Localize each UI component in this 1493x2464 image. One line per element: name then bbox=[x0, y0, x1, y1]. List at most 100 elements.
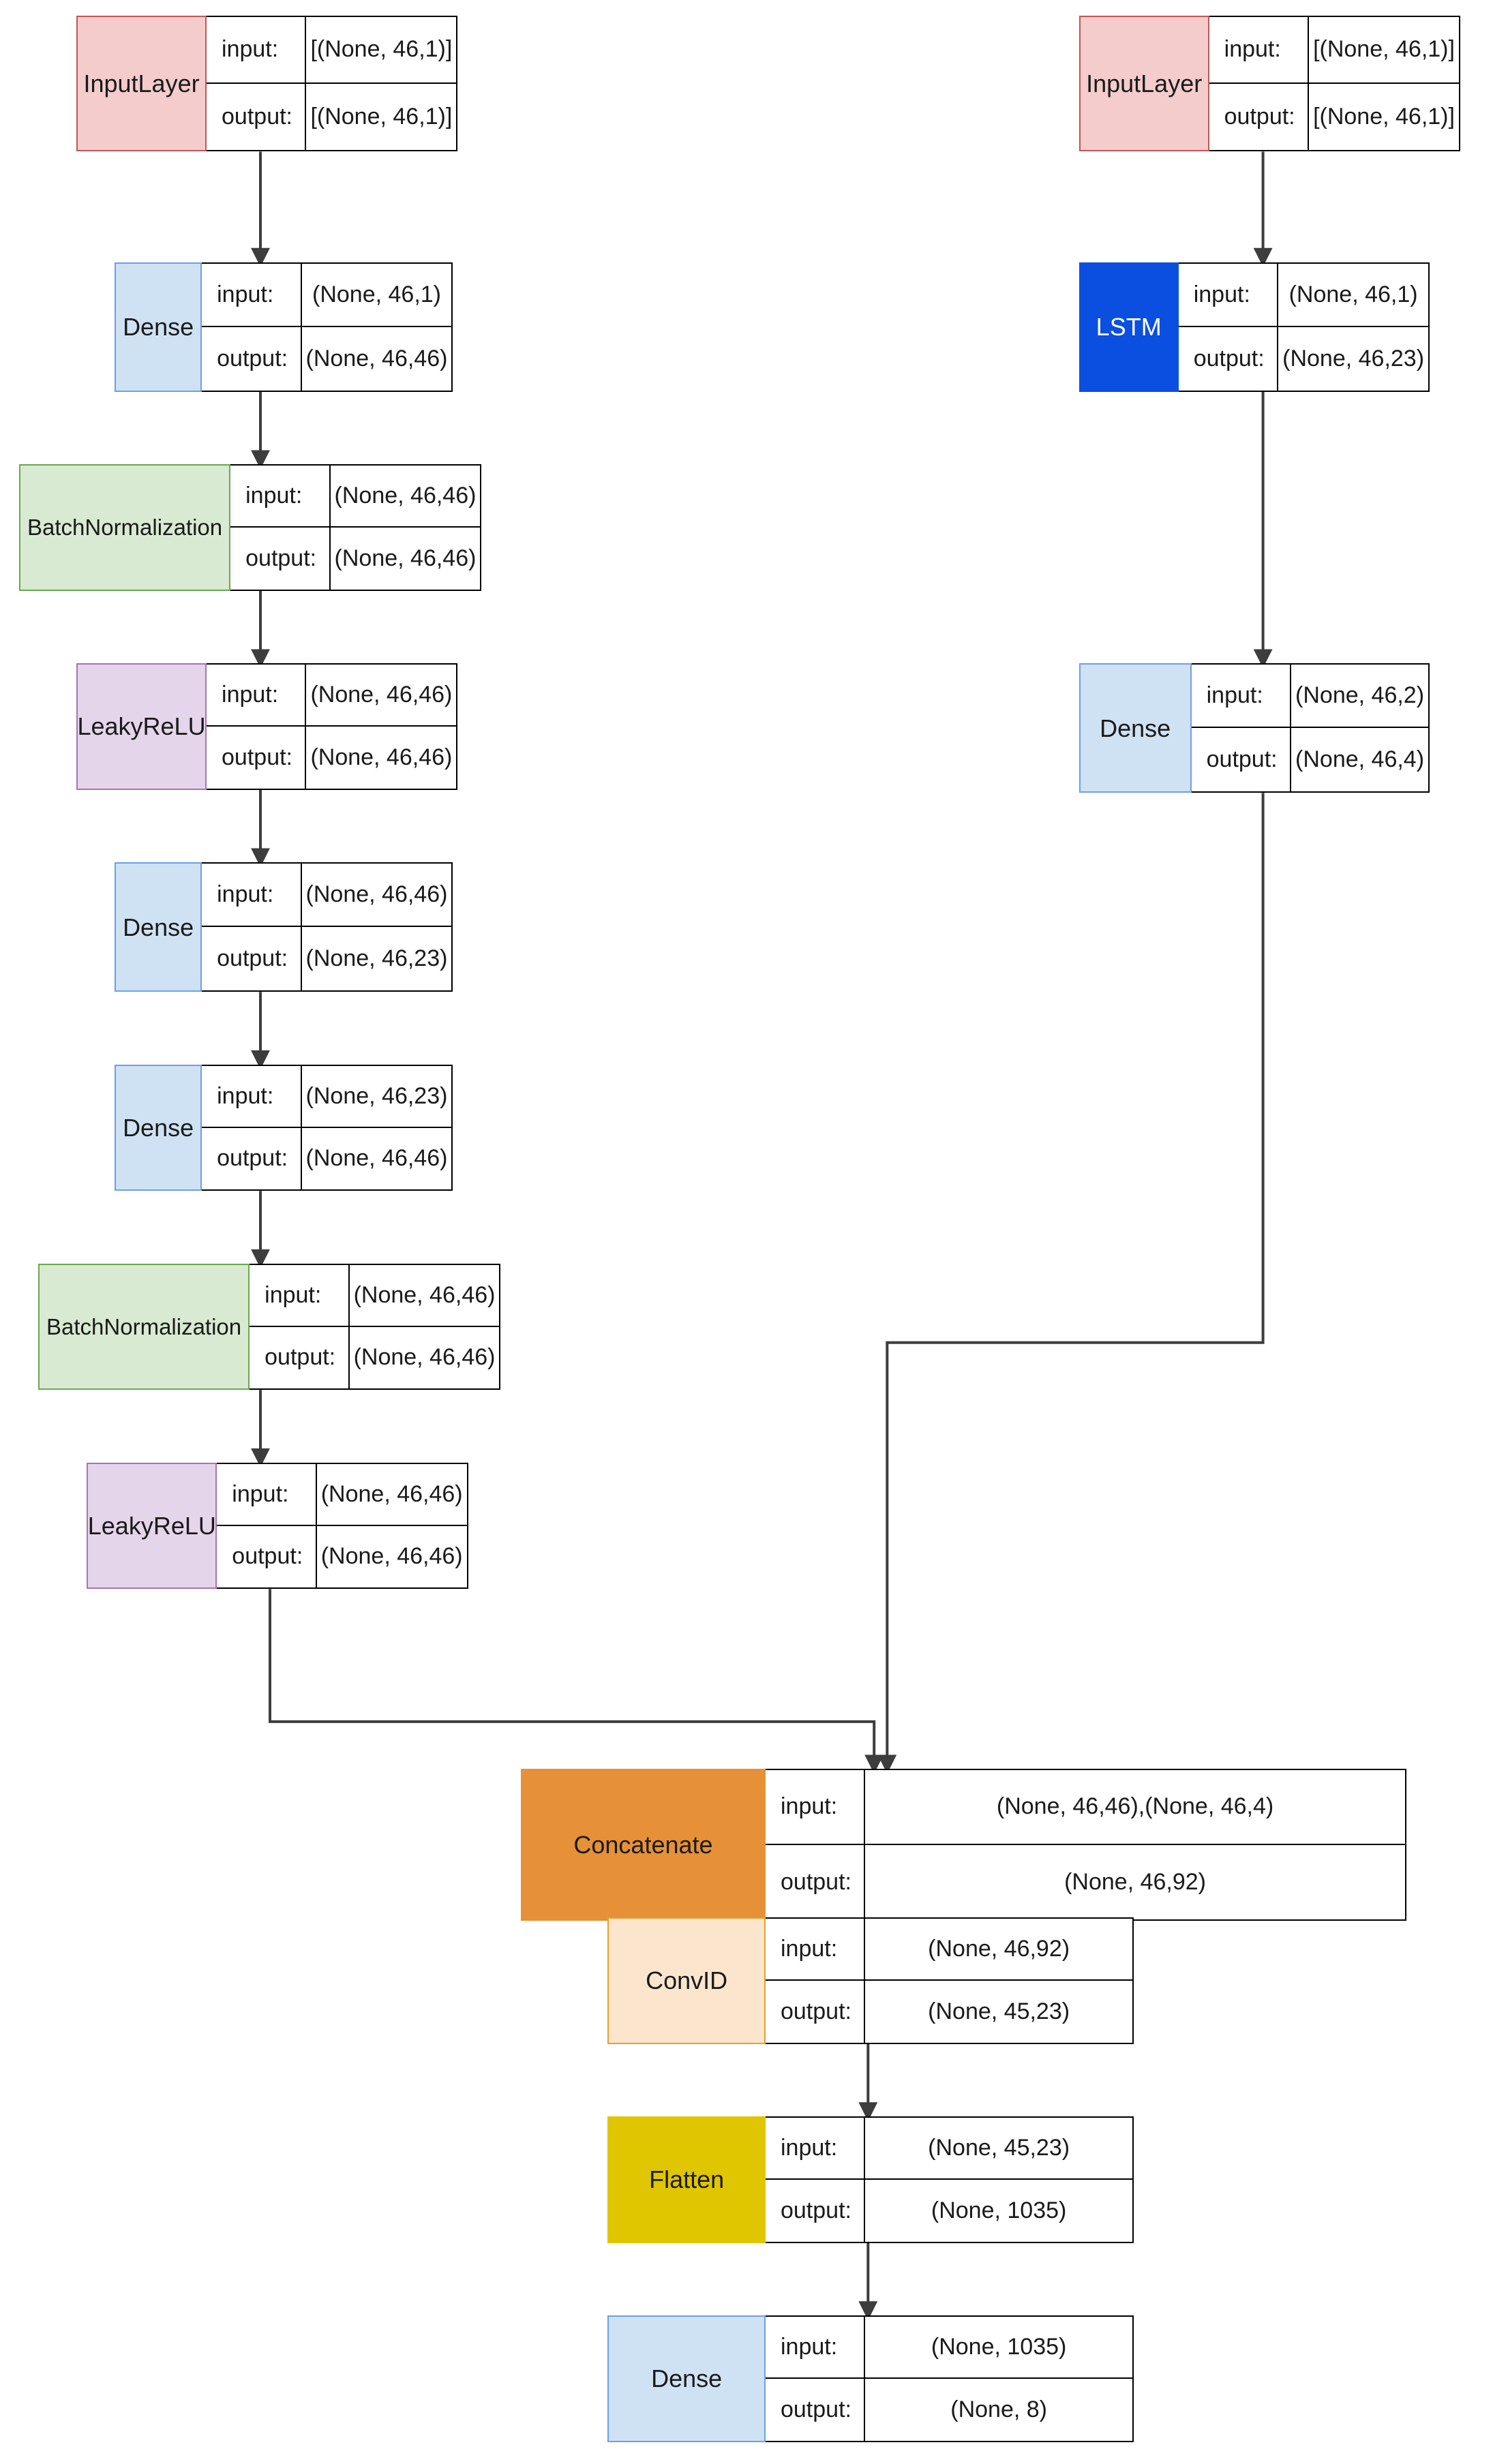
output-label: output: bbox=[202, 326, 302, 391]
output-label: output: bbox=[207, 83, 307, 151]
output-shape-value: (None, 45,23) bbox=[928, 1998, 1070, 2024]
node-shape-table: input: (None, 46,46) output: (None, 46,4… bbox=[207, 663, 458, 790]
node-label: Dense bbox=[1079, 663, 1192, 793]
node-flatten[interactable]: Flatten input: (None, 45,23) output: (No… bbox=[607, 2116, 1134, 2243]
output-shape-value: (None, 46,4) bbox=[1295, 746, 1425, 773]
node-batchnormalization-1[interactable]: BatchNormalization input: (None, 46,46) … bbox=[19, 464, 482, 591]
node-label: BatchNormalization bbox=[38, 1263, 250, 1390]
input-shape-value: [(None, 46,1)] bbox=[1313, 36, 1455, 63]
node-input-row: input: (None, 45,23) bbox=[765, 2118, 1132, 2180]
node-input-row: input: (None, 46,2) bbox=[1191, 665, 1429, 729]
edge-leakyrelu2-concatenate bbox=[269, 1589, 884, 1774]
input-shape-value: (None, 46,1) bbox=[312, 281, 441, 307]
node-dense-1[interactable]: Dense input: (None, 46,1) output: (None,… bbox=[115, 262, 453, 392]
output-label: output: bbox=[766, 2179, 866, 2242]
input-shape-value: (None, 46,1) bbox=[1288, 281, 1418, 307]
node-dense-right[interactable]: Dense input: (None, 46,2) output: (None,… bbox=[1079, 663, 1430, 793]
node-label: Dense bbox=[607, 2315, 766, 2442]
node-label: LSTM bbox=[1079, 262, 1179, 392]
node-input-row: input: (None, 46,46) bbox=[250, 1264, 500, 1327]
node-lstm-1[interactable]: LSTM input: (None, 46,1) output: (None, … bbox=[1079, 262, 1430, 392]
input-shape-value: (None, 45,23) bbox=[928, 2135, 1070, 2161]
output-label: output: bbox=[1209, 83, 1310, 151]
node-shape-table: input: (None, 46,1) output: (None, 46,23… bbox=[1178, 262, 1430, 392]
node-output-row: output: (None, 46,92) bbox=[766, 1844, 1405, 1919]
node-shape-table: input: (None, 46,23) output: (None, 46,4… bbox=[202, 1064, 453, 1191]
node-output-row: output: (None, 46,46) bbox=[217, 1525, 466, 1588]
input-label: input: bbox=[202, 864, 302, 926]
output-label: output: bbox=[217, 1525, 317, 1588]
output-label: output: bbox=[1179, 326, 1279, 391]
node-batchnormalization-2[interactable]: BatchNormalization input: (None, 46,46) … bbox=[38, 1263, 501, 1390]
node-shape-table: input: (None, 46,2) output: (None, 46,4) bbox=[1191, 663, 1430, 793]
node-leakyrelu-1[interactable]: LeakyReLU input: (None, 46,46) output: (… bbox=[76, 663, 458, 790]
input-shape-value: (None, 46,46),(None, 46,4) bbox=[996, 1793, 1274, 1820]
node-dense-3[interactable]: Dense input: (None, 46,23) output: (None… bbox=[115, 1064, 453, 1191]
input-label: input: bbox=[766, 2317, 866, 2377]
input-label: input: bbox=[766, 2118, 866, 2178]
output-label: output: bbox=[766, 2378, 866, 2441]
node-input-row: input: [(None, 46,1)] bbox=[1209, 17, 1459, 84]
output-shape-value: [(None, 46,1)] bbox=[310, 104, 453, 130]
input-label: input: bbox=[766, 1770, 866, 1844]
input-label: input: bbox=[217, 1463, 317, 1525]
node-output-row: output: (None, 1035) bbox=[766, 2179, 1132, 2242]
output-label: output: bbox=[766, 1844, 866, 1919]
node-label: InputLayer bbox=[76, 16, 207, 152]
output-shape-value: (None, 46,46) bbox=[310, 744, 453, 770]
node-dense-2[interactable]: Dense input: (None, 46,46) output: (None… bbox=[115, 862, 453, 992]
input-shape-value: (None, 46,46) bbox=[310, 682, 453, 708]
node-label: Concatenate bbox=[520, 1769, 766, 1921]
input-label: input: bbox=[202, 1065, 302, 1127]
input-shape-value: (None, 1035) bbox=[931, 2334, 1067, 2360]
node-input-row: input: (None, 46,1) bbox=[202, 263, 452, 327]
node-label: InputLayer bbox=[1079, 16, 1209, 152]
node-output-row: output: (None, 46,4) bbox=[1192, 728, 1428, 792]
node-conv1d[interactable]: ConvID input: (None, 46,92) output: (Non… bbox=[607, 1917, 1134, 2044]
input-label: input: bbox=[1179, 263, 1279, 326]
node-inputlayer-2[interactable]: InputLayer input: [(None, 46,1)] output:… bbox=[1079, 16, 1460, 152]
input-label: input: bbox=[1209, 17, 1310, 82]
node-shape-table: input: (None, 46,92) output: (None, 45,2… bbox=[765, 1917, 1134, 2044]
node-label: BatchNormalization bbox=[19, 464, 231, 591]
output-label: output: bbox=[766, 1980, 866, 2043]
node-output-row: output: (None, 46,46) bbox=[202, 1127, 451, 1190]
node-leakyrelu-2[interactable]: LeakyReLU input: (None, 46,46) output: (… bbox=[87, 1462, 468, 1590]
node-concatenate[interactable]: Concatenate input: (None, 46,46),(None, … bbox=[520, 1769, 1406, 1921]
node-output-row: output: [(None, 46,1)] bbox=[1209, 83, 1459, 151]
node-label: Flatten bbox=[607, 2116, 766, 2243]
node-shape-table: input: (None, 46,46),(None, 46,4) output… bbox=[766, 1769, 1406, 1921]
node-dense-output[interactable]: Dense input: (None, 1035) output: (None,… bbox=[607, 2315, 1134, 2442]
node-shape-table: input: (None, 46,46) output: (None, 46,4… bbox=[217, 1462, 468, 1590]
node-input-row: input: (None, 46,46) bbox=[217, 1463, 467, 1526]
node-shape-table: input: (None, 46,46) output: (None, 46,4… bbox=[230, 464, 482, 591]
node-input-row: input: (None, 46,46),(None, 46,4) bbox=[766, 1770, 1405, 1845]
output-shape-value: (None, 1035) bbox=[931, 2197, 1067, 2223]
node-shape-table: input: [(None, 46,1)] output: [(None, 46… bbox=[207, 16, 458, 152]
output-shape-value: (None, 46,92) bbox=[1064, 1868, 1206, 1895]
input-label: input: bbox=[250, 1264, 350, 1326]
output-shape-value: (None, 46,46) bbox=[305, 345, 448, 371]
node-output-row: output: (None, 46,23) bbox=[1179, 326, 1428, 391]
node-output-row: output: [(None, 46,1)] bbox=[207, 83, 456, 151]
input-shape-value: (None, 46,46) bbox=[305, 881, 448, 908]
output-shape-value: (None, 46,46) bbox=[320, 1543, 463, 1570]
input-shape-value: (None, 46,46) bbox=[334, 483, 477, 509]
node-shape-table: input: (None, 1035) output: (None, 8) bbox=[765, 2315, 1134, 2442]
output-shape-value: (None, 46,23) bbox=[305, 945, 448, 972]
input-shape-value: (None, 46,2) bbox=[1295, 682, 1425, 709]
input-label: input: bbox=[766, 1919, 866, 1979]
input-shape-value: (None, 46,46) bbox=[320, 1480, 463, 1507]
output-label: output: bbox=[202, 1127, 302, 1190]
node-output-row: output: (None, 46,23) bbox=[202, 927, 451, 991]
node-label: LeakyReLU bbox=[87, 1462, 217, 1590]
node-input-row: input: (None, 46,1) bbox=[1178, 263, 1429, 327]
node-input-row: input: (None, 46,92) bbox=[765, 1919, 1132, 1981]
node-input-row: input: (None, 46,46) bbox=[207, 665, 457, 727]
node-shape-table: input: (None, 46,46) output: (None, 46,2… bbox=[202, 862, 453, 992]
node-inputlayer-1[interactable]: InputLayer input: [(None, 46,1)] output:… bbox=[76, 16, 458, 152]
node-output-row: output: (None, 46,46) bbox=[207, 726, 456, 789]
output-label: output: bbox=[230, 527, 331, 590]
output-label: output: bbox=[1192, 728, 1292, 792]
